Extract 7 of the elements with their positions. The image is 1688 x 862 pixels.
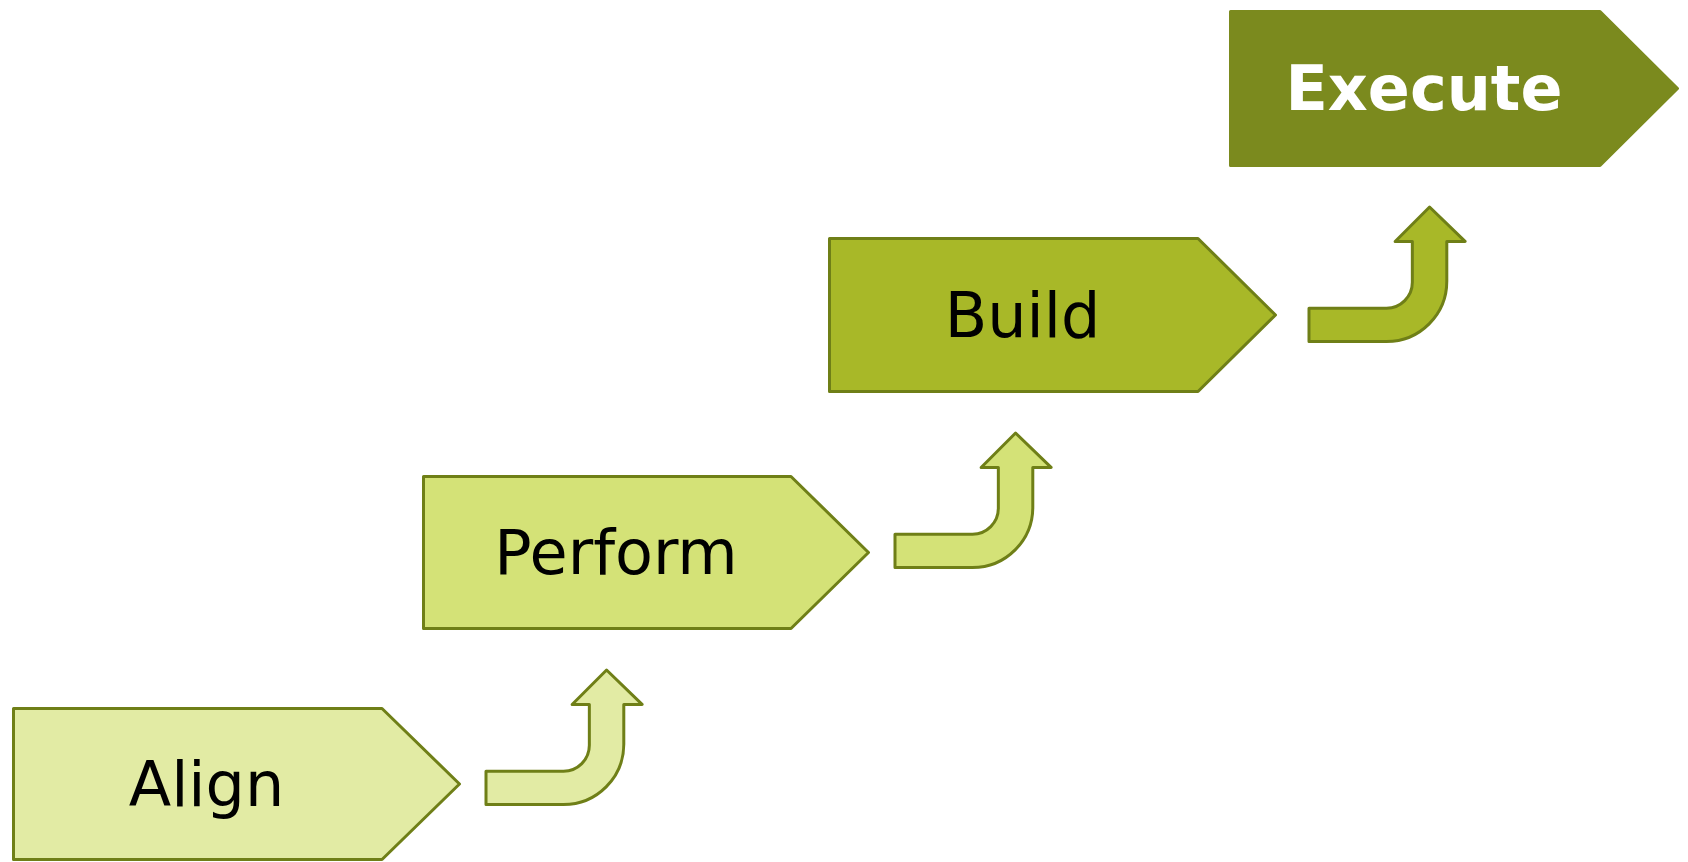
bent-arrow <box>1307 205 1467 344</box>
stage-label: Perform <box>494 516 739 589</box>
bent-arrow <box>484 668 644 807</box>
bent-arrow <box>893 431 1053 570</box>
stage-label: Build <box>944 278 1102 352</box>
stage-label: Align <box>128 747 286 821</box>
stage-label: Execute <box>1285 52 1564 125</box>
